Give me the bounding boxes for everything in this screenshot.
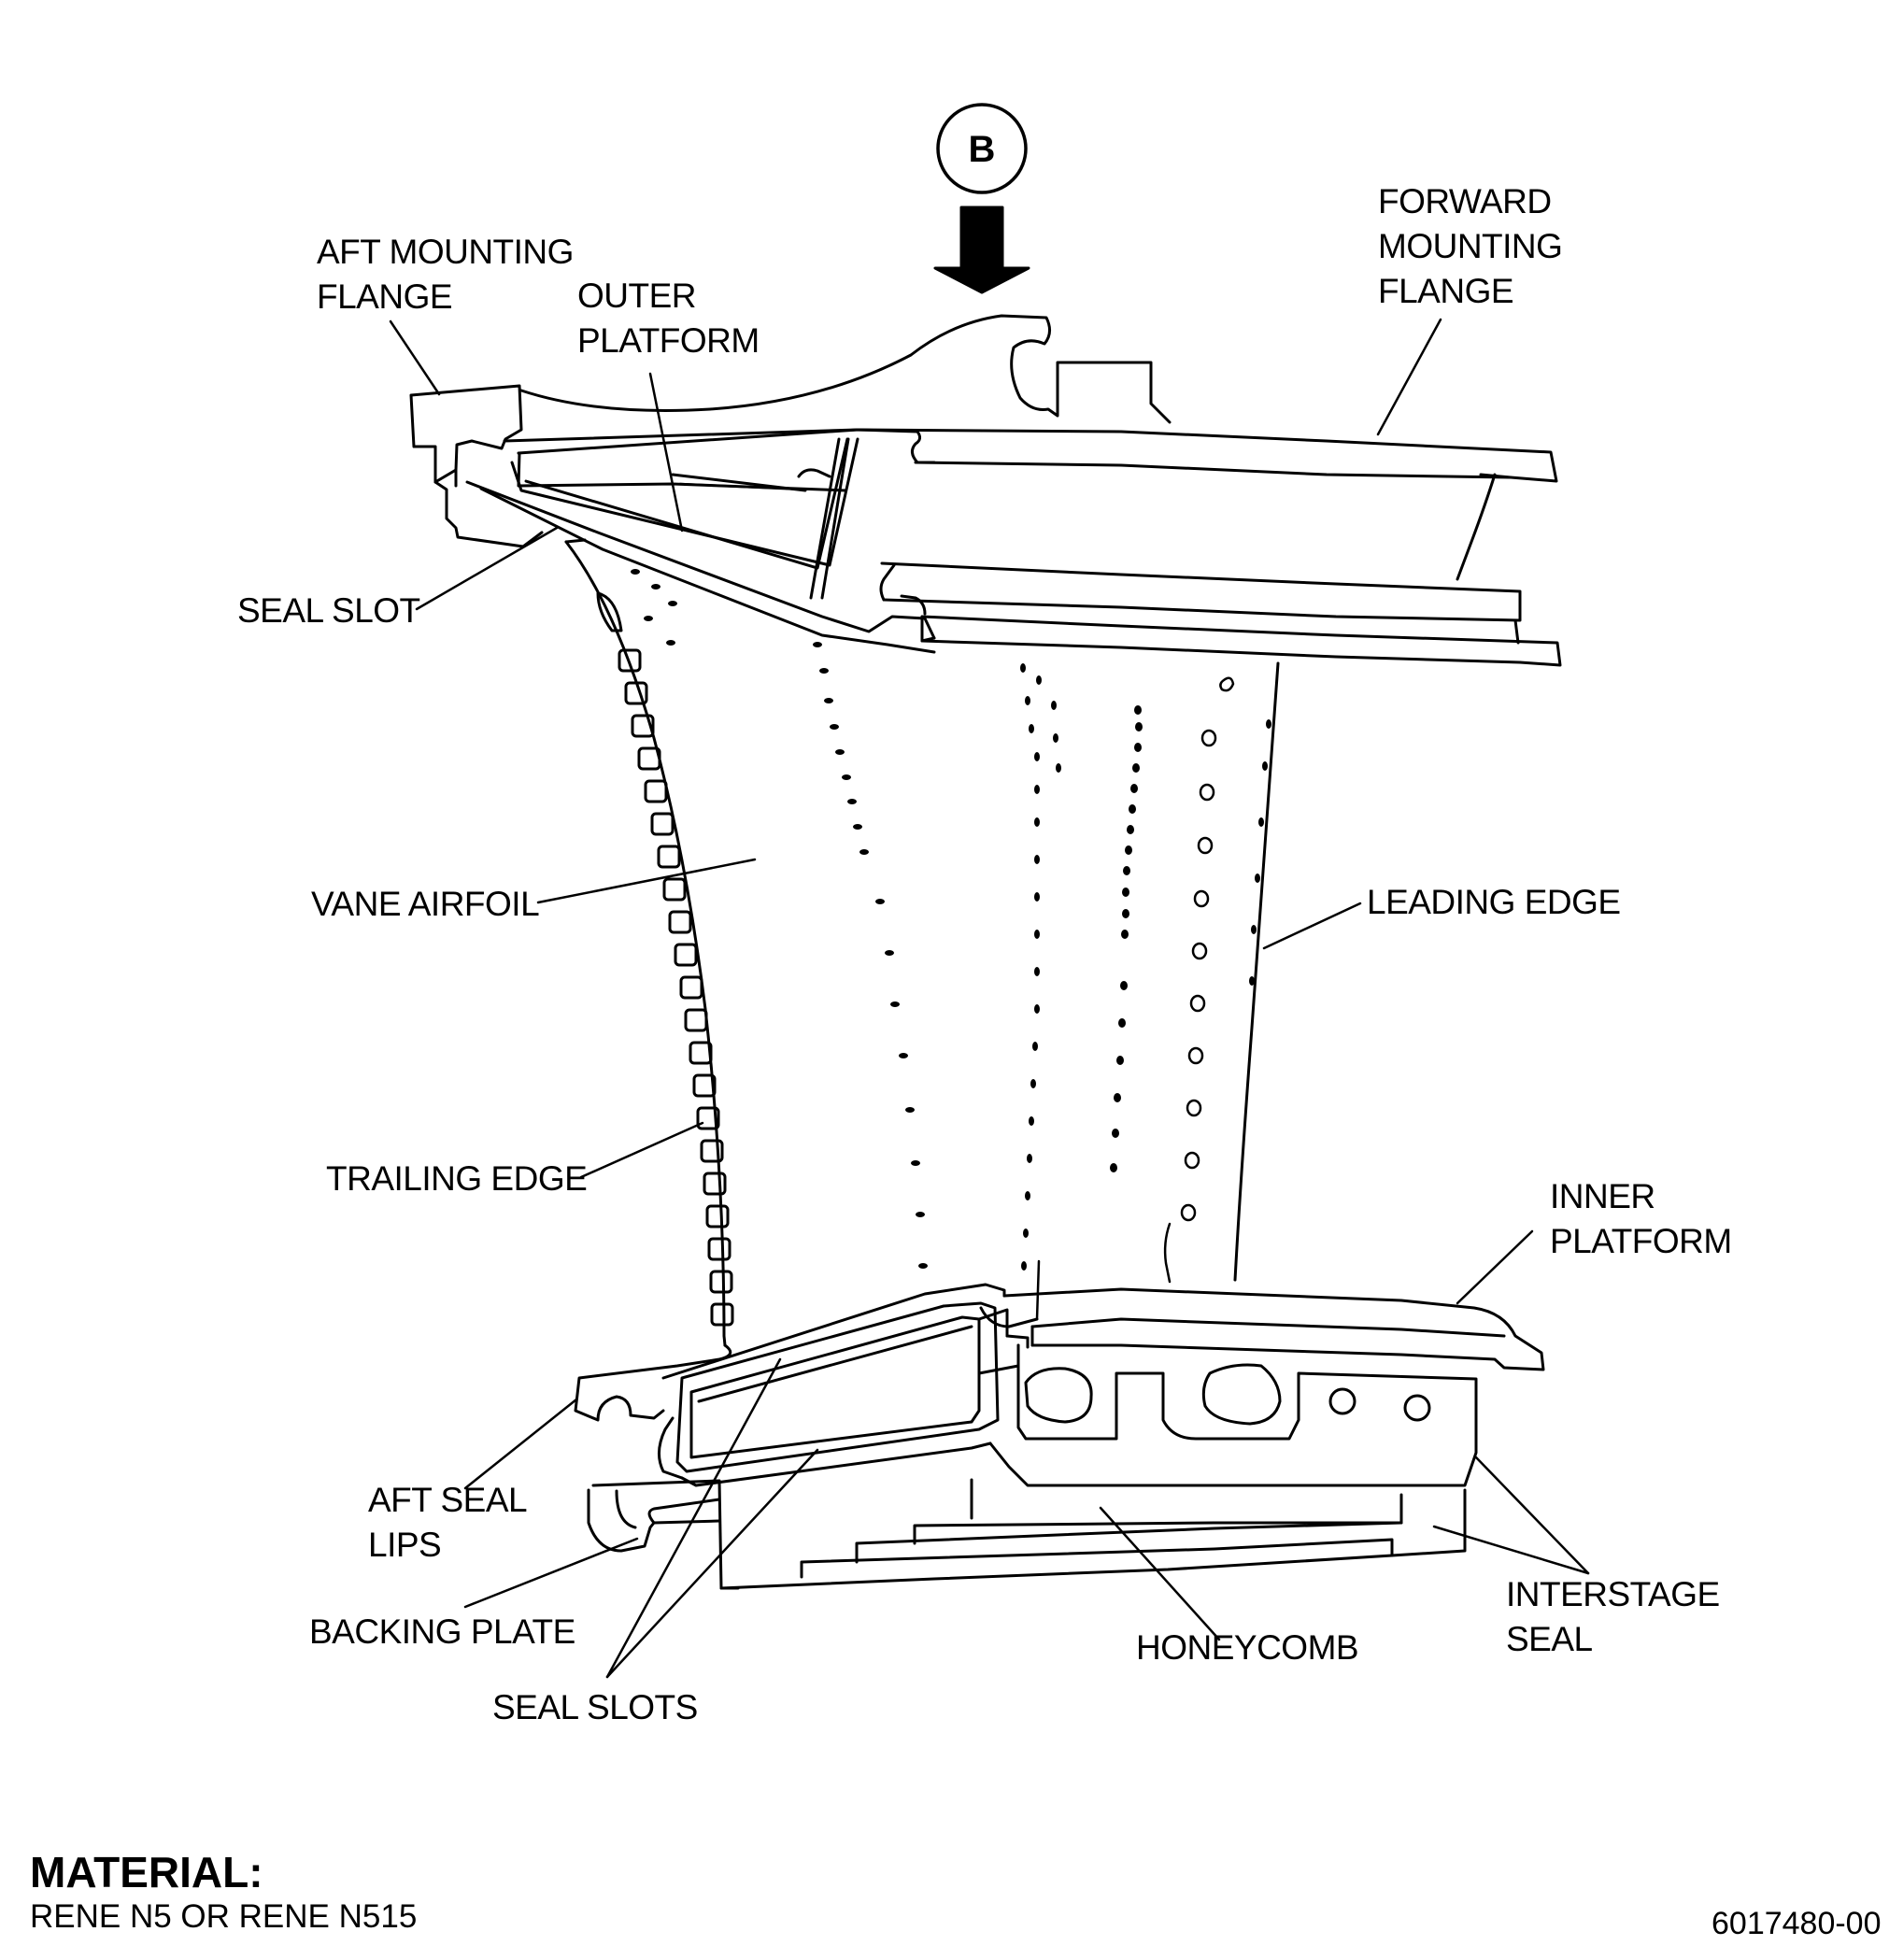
view-marker-letter: B xyxy=(969,129,996,170)
label-line: SEAL xyxy=(1506,1620,1593,1658)
film-holes xyxy=(1163,676,1235,1284)
label-seal-slot: SEAL SLOT xyxy=(237,591,420,630)
label-line: OUTER xyxy=(577,277,696,315)
label-line: LIPS xyxy=(368,1526,442,1564)
label-line: FLANGE xyxy=(1378,272,1514,310)
label-aft-seal-lips: AFT SEAL LIPS xyxy=(368,1478,528,1568)
cooling-holes xyxy=(631,569,1271,1271)
label-aft-mounting-flange: AFT MOUNTING FLANGE xyxy=(317,230,574,320)
label-forward-mounting-flange: FORWARD MOUNTING FLANGE xyxy=(1378,179,1563,314)
vane-airfoil xyxy=(564,538,1280,1347)
label-line: INNER xyxy=(1550,1177,1655,1215)
material-title: MATERIAL: xyxy=(30,1848,263,1896)
label-trailing-edge: TRAILING EDGE xyxy=(326,1159,588,1198)
label-inner-platform: INNER PLATFORM xyxy=(1550,1174,1732,1264)
label-line: PLATFORM xyxy=(1550,1222,1732,1260)
trailing-edge-slots xyxy=(596,591,734,1327)
label-line: PLATFORM xyxy=(577,321,760,360)
label-line: INTERSTAGE xyxy=(1506,1575,1720,1613)
view-marker-b: B xyxy=(933,103,1030,294)
label-seal-slots: SEAL SLOTS xyxy=(492,1688,698,1726)
inner-platform-assembly xyxy=(574,1283,1545,1590)
label-line: FORWARD xyxy=(1378,182,1552,220)
material-value: RENE N5 OR RENE N515 xyxy=(30,1898,418,1935)
label-honeycomb: HONEYCOMB xyxy=(1136,1628,1359,1667)
label-line: AFT MOUNTING xyxy=(317,233,574,271)
outer-platform-assembly xyxy=(409,314,1562,667)
label-leading-edge: LEADING EDGE xyxy=(1367,883,1621,921)
leader-lines xyxy=(389,318,1590,1679)
label-outer-platform: OUTER PLATFORM xyxy=(577,274,760,363)
label-line: AFT SEAL xyxy=(368,1481,528,1519)
label-line: FLANGE xyxy=(317,277,453,316)
label-interstage-seal: INTERSTAGE SEAL xyxy=(1506,1572,1720,1662)
label-backing-plate: BACKING PLATE xyxy=(309,1612,575,1651)
label-vane-airfoil: VANE AIRFOIL xyxy=(311,885,540,923)
label-line: MOUNTING xyxy=(1378,227,1563,265)
figure-id: 6017480-00 xyxy=(1711,1906,1882,1941)
down-arrow-icon xyxy=(933,206,1030,294)
